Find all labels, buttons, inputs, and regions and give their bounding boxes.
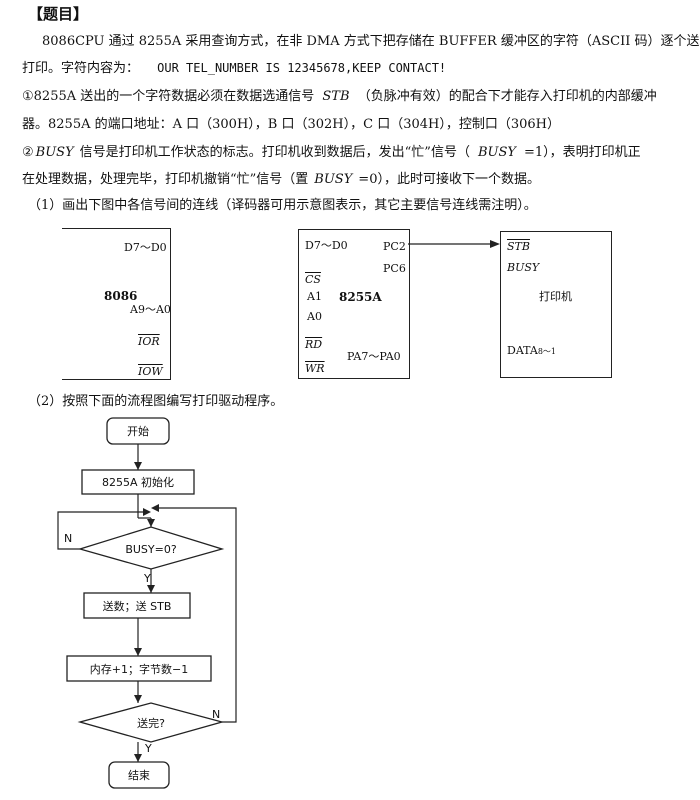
flow-busy-decision bbox=[77, 526, 225, 570]
busy-signal-label-3: BUSY bbox=[314, 172, 353, 187]
flow-start-text: 开始 bbox=[127, 424, 149, 438]
question-1: （1）画出下图中各信号间的连线（译码器可用示意图表示，其它主要信号连线需注明）。 bbox=[28, 198, 537, 213]
point2-text-e: =0），此时可接收下一个数据。 bbox=[358, 172, 540, 187]
point1-text-b: （负脉冲有效）的配合下才能存入打印机的内部缓冲 bbox=[357, 89, 657, 104]
flow-send-text: 送数；送 STB bbox=[103, 599, 172, 613]
page-heading: 【题目】 bbox=[28, 5, 89, 23]
intro-line-1: 8086CPU 通过 8255A 采用查询方式，在非 DMA 方式下把存储在 B… bbox=[42, 34, 700, 49]
printer-data-subscript: 8～1 bbox=[537, 347, 557, 356]
ppi-data-bus-label: D7～D0 bbox=[305, 239, 348, 252]
flow-busy-yes-label: Y bbox=[143, 572, 151, 585]
cpu-ior-label: IOR bbox=[138, 335, 160, 348]
flow-init-text: 8255A 初始化 bbox=[102, 475, 174, 489]
flow-done-no-label: N bbox=[212, 708, 220, 721]
ppi-8255a-block: D7～D0 PC2 PC6 CS A1 8255A A0 RD PA7～PA0 … bbox=[298, 229, 410, 379]
flow-update-node bbox=[66, 655, 212, 682]
point2-text-d: 在处理数据，处理完毕，打印机撤销“忙”信号（置 bbox=[22, 172, 309, 187]
ppi-pc2-label: PC2 bbox=[383, 240, 406, 253]
intro-label: 打印。字符内容为： bbox=[22, 61, 140, 76]
ppi-wr-label: WR bbox=[305, 362, 325, 375]
point1-text-a: ①8255A 送出的一个字符数据必须在数据选通信号 bbox=[22, 89, 315, 104]
printer-name: 打印机 bbox=[539, 290, 572, 303]
ppi-rd-label: RD bbox=[305, 338, 323, 351]
ppi-pc6-label: PC6 bbox=[383, 262, 406, 275]
flow-send-node bbox=[83, 592, 191, 619]
print-content: OUR TEL_NUMBER IS 12345678,KEEP CONTACT! bbox=[157, 61, 447, 75]
point1-line-1: ①8255A 送出的一个字符数据必须在数据选通信号 STB （负脉冲有效）的配合… bbox=[22, 87, 657, 107]
flow-end-node bbox=[108, 761, 170, 789]
printer-stb-label: STB bbox=[507, 240, 530, 253]
busy-signal-label-2: BUSY bbox=[477, 145, 516, 160]
point2-text-c: =1），表明打印机正 bbox=[523, 145, 641, 160]
cpu-address-bus-label: A9～A0 bbox=[130, 303, 171, 316]
cpu-iow-label: IOW bbox=[138, 365, 163, 378]
ppi-pa-label: PA7～PA0 bbox=[347, 350, 401, 363]
point2-line-2: 在处理数据，处理完毕，打印机撤销“忙”信号（置 BUSY =0），此时可接收下一个数… bbox=[22, 170, 540, 190]
flow-busy-no-label: N bbox=[64, 532, 72, 545]
ppi-a1-label: A1 bbox=[307, 290, 322, 303]
flow-update-text: 内存+1；字节数−1 bbox=[90, 662, 188, 676]
flow-done-text: 送完? bbox=[137, 716, 165, 730]
cpu-data-bus-label: D7～D0 bbox=[124, 241, 167, 254]
printer-busy-label: BUSY bbox=[507, 261, 540, 274]
point2-marker: ② bbox=[22, 145, 34, 160]
ppi-a0-label: A0 bbox=[307, 310, 322, 323]
printer-block: STB BUSY 打印机 DATA8～1 bbox=[500, 231, 612, 378]
ppi-name: 8255A bbox=[339, 290, 382, 304]
flow-done-yes-label: Y bbox=[144, 742, 152, 755]
point1-line-2: 器。8255A 的端口地址：A 口（300H），B 口（302H），C 口（30… bbox=[22, 117, 560, 132]
printer-data-main: DATA bbox=[507, 344, 538, 357]
flow-end-text: 结束 bbox=[128, 769, 150, 782]
cpu-block: D7～D0 8086 A9～A0 IOR IOW bbox=[62, 228, 171, 380]
stb-signal-label: STB bbox=[322, 89, 350, 104]
ppi-cs-label: CS bbox=[305, 273, 321, 286]
printer-data-label: DATA8～1 bbox=[507, 344, 556, 357]
point2-text-b: 信号是打印机工作状态的标志。打印机收到数据后，发出“忙”信号（ bbox=[79, 145, 470, 160]
flow-busy-text: BUSY=0? bbox=[125, 543, 177, 556]
intro-line-2: 打印。字符内容为： OUR TEL_NUMBER IS 12345678,KEE… bbox=[22, 58, 446, 79]
question-2: （2）按照下面的流程图编写打印驱动程序。 bbox=[28, 394, 284, 409]
cpu-name: 8086 bbox=[104, 289, 138, 303]
busy-signal-label: BUSY bbox=[35, 145, 74, 160]
